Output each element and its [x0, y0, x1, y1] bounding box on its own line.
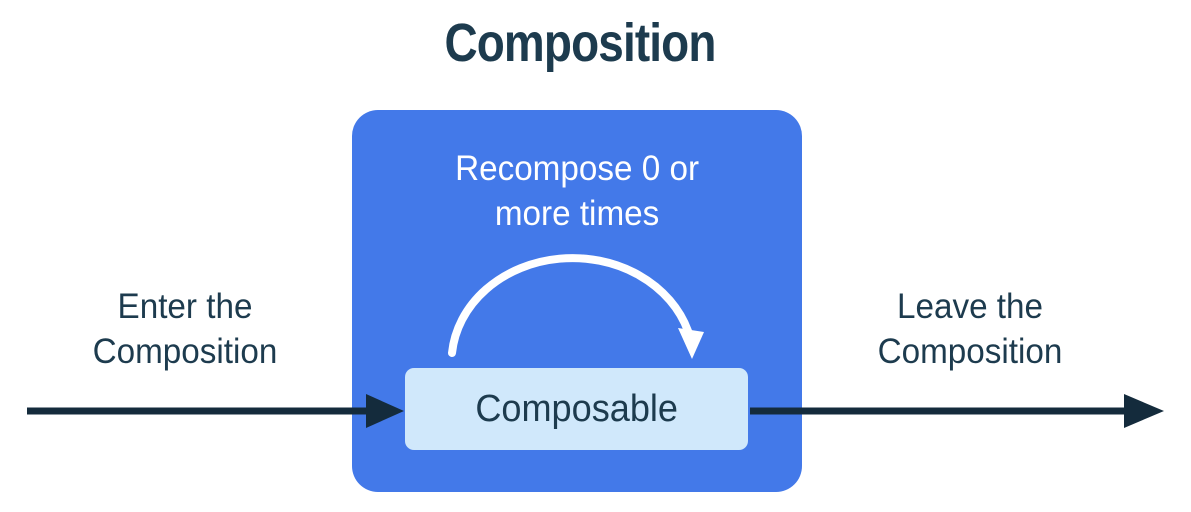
composable-box: Composable	[405, 368, 748, 450]
leave-arrow-icon	[750, 394, 1164, 428]
composable-label: Composable	[475, 387, 678, 430]
recompose-label: Recompose 0 or more times	[363, 146, 791, 236]
enter-arrow-icon	[27, 394, 404, 428]
enter-composition-label: Enter the Composition	[92, 287, 278, 371]
composition-box: Recompose 0 or more times Composable	[352, 110, 802, 492]
diagram-title: Composition	[444, 13, 716, 73]
recompose-label-text: Recompose 0 or more times	[455, 149, 700, 233]
leave-composition-label: Leave the Composition	[877, 287, 1063, 371]
